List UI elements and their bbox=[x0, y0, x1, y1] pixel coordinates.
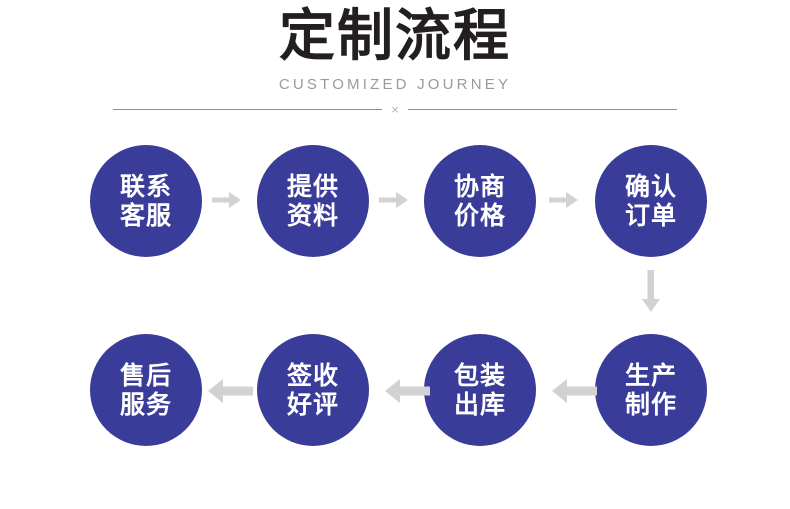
divider: × bbox=[113, 100, 677, 118]
flow-step-label-line1: 协商 bbox=[453, 172, 506, 201]
flow-step-label-line2: 客服 bbox=[119, 201, 172, 230]
divider-rule-right bbox=[407, 108, 677, 110]
flow-step-contact-support[interactable]: 联系 客服 bbox=[90, 145, 202, 257]
flow-step-label-line2: 服务 bbox=[119, 390, 172, 419]
flow-step-label-line2: 制作 bbox=[624, 390, 677, 419]
flow-step-label-line1: 确认 bbox=[624, 172, 677, 201]
arrow-right-3-icon bbox=[549, 187, 579, 213]
flow-step-provide-materials[interactable]: 提供 资料 bbox=[257, 145, 369, 257]
header: 定制流程 CUSTOMIZED JOURNEY bbox=[0, 0, 790, 94]
flow-step-label-line2: 好评 bbox=[286, 390, 339, 419]
flow-step-label-line1: 联系 bbox=[119, 172, 172, 201]
flow-step-confirm-order[interactable]: 确认 订单 bbox=[595, 145, 707, 257]
divider-x-icon: × bbox=[391, 101, 399, 117]
arrow-left-1-icon bbox=[551, 374, 597, 408]
flow-step-label-line1: 包装 bbox=[453, 361, 506, 390]
flow-step-label-line1: 签收 bbox=[286, 361, 339, 390]
flow-step-label-line1: 提供 bbox=[286, 172, 339, 201]
flow-step-receipt-review[interactable]: 签收 好评 bbox=[257, 334, 369, 446]
flow-step-label-line1: 售后 bbox=[119, 361, 172, 390]
arrow-down-1-icon bbox=[638, 270, 664, 316]
flow-step-negotiate-price[interactable]: 协商 价格 bbox=[424, 145, 536, 257]
flow-step-label-line1: 生产 bbox=[624, 361, 677, 390]
page-title: 定制流程 bbox=[279, 4, 511, 69]
flow-step-production[interactable]: 生产 制作 bbox=[595, 334, 707, 446]
flow-step-after-sales-service[interactable]: 售后 服务 bbox=[90, 334, 202, 446]
arrow-right-1-icon bbox=[212, 187, 242, 213]
flow-step-label-line2: 价格 bbox=[453, 201, 506, 230]
flow-step-label-line2: 资料 bbox=[286, 201, 339, 230]
arrow-left-3-icon bbox=[207, 374, 253, 408]
page-subtitle: CUSTOMIZED JOURNEY bbox=[278, 76, 512, 93]
flow-step-packaging-shipment[interactable]: 包装 出库 bbox=[424, 334, 536, 446]
arrow-left-2-icon bbox=[384, 374, 430, 408]
flow-step-label-line2: 出库 bbox=[453, 390, 506, 419]
divider-rule-left bbox=[113, 108, 383, 110]
arrow-right-2-icon bbox=[379, 187, 409, 213]
flow-step-label-line2: 订单 bbox=[624, 201, 677, 230]
